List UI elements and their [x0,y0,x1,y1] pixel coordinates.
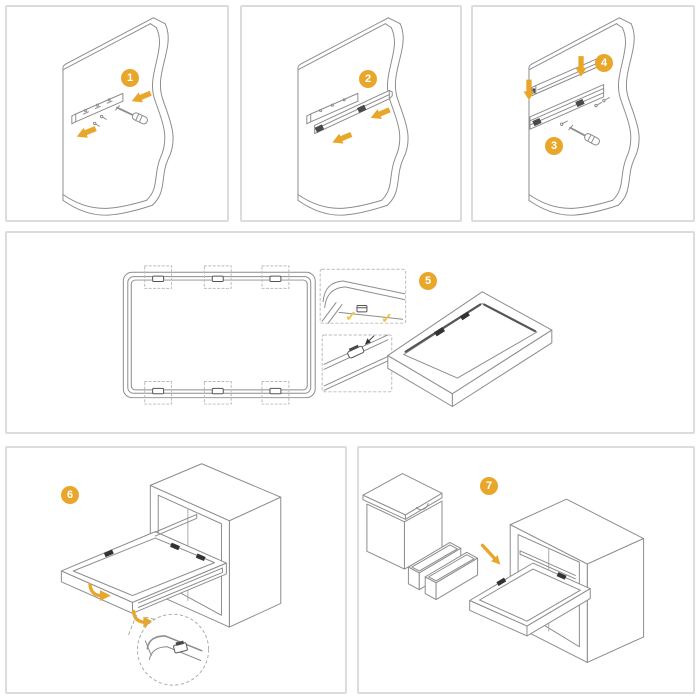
mounting-bracket [71,92,124,125]
pull-out-frame [469,562,591,637]
detail-inset-corner-clip [319,268,407,324]
illustration-attach-rail [297,17,409,216]
screwdriver-icon [568,124,600,146]
illustration-screw-and-cover [523,17,640,216]
storage-container [424,551,479,601]
panel-step-2: 2 [240,5,462,222]
detail-inset-rail-clip [321,334,393,393]
cabinet-side-panel [62,17,174,216]
frame-clip [152,275,282,395]
step-badge-7: 7 [480,477,498,495]
illustration-insert-bins [362,473,645,663]
direction-arrow-icon [332,107,391,144]
magnifier-detail [127,613,210,686]
panel-steps-3-4: 3 4 [471,5,695,222]
step-badge-1: 1 [121,69,139,87]
pull-out-tray [387,291,553,408]
cabinet-side-panel [297,17,409,216]
waste-bin [362,473,443,570]
cabinet-side-panel [528,17,640,216]
slide-rail [314,89,393,135]
frame-top-view [122,265,316,405]
down-arrow-icon [523,56,587,101]
panel-step-1: 1 [5,5,229,222]
screws [93,114,107,127]
panel-step-5: 5 ✓ ✓ [5,231,695,434]
mounting-bracket [306,92,359,125]
step-badge-6: 6 [61,486,79,504]
checkmark-icon: ✓ [345,308,357,324]
slide-rail-assembled [529,84,605,130]
screws [560,97,611,126]
panel-step-6: 6 [5,446,347,694]
bin-handle-notch [415,503,429,511]
direction-arrow-icon [76,90,152,138]
clip-position-marker [144,265,290,405]
insert-arrow-icon [480,543,501,565]
slide-rails [137,513,223,608]
illustration-mount-frame [60,463,282,686]
panel-step-7: 7 [357,446,695,694]
step-badge-3: 3 [545,137,563,155]
step-badge-4: 4 [595,54,613,72]
step-badge-5: 5 [419,272,437,290]
cover-profile [531,57,600,97]
screwdriver-icon [115,105,148,125]
slide-rail [519,550,576,580]
step-badge-2: 2 [359,70,377,88]
checkmark-icon: ✓ [381,310,393,326]
illustration-mount-bracket [62,17,174,216]
curved-arrow-icon [88,583,155,628]
illustration-frame-clips [122,265,553,408]
